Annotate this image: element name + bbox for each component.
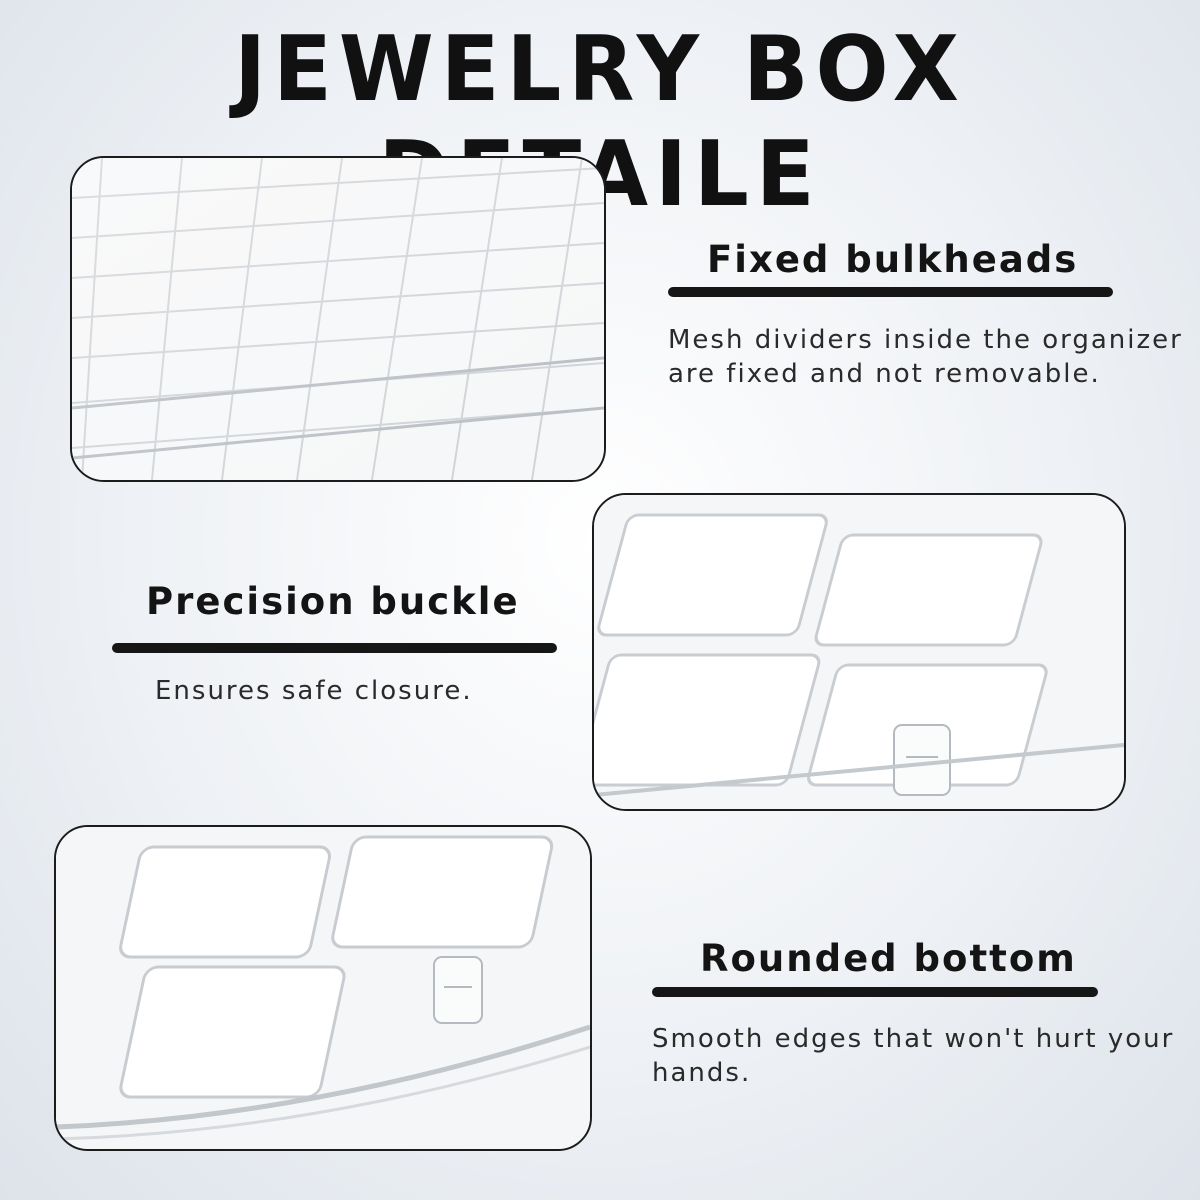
buckle-closeup-image (594, 495, 1124, 809)
feature-description: Ensures safe closure. (155, 676, 473, 706)
rounded-edge-image (56, 827, 590, 1149)
feature-underline (652, 987, 1098, 997)
photo-precision-buckle (592, 493, 1126, 811)
feature-title-precision-buckle: Precision buckle (146, 580, 520, 623)
photo-fixed-bulkheads (70, 156, 606, 482)
feature-title-rounded-bottom: Rounded bottom (700, 937, 1077, 980)
photo-rounded-bottom (54, 825, 592, 1151)
feature-underline (112, 643, 557, 653)
feature-description: Smooth edges that won't hurt your hands. (652, 1024, 1175, 1088)
organizer-grid-image (72, 158, 604, 480)
feature-underline (668, 287, 1113, 297)
feature-description: Mesh dividers inside the organizer are f… (668, 325, 1183, 389)
feature-title-fixed-bulkheads: Fixed bulkheads (707, 238, 1079, 281)
